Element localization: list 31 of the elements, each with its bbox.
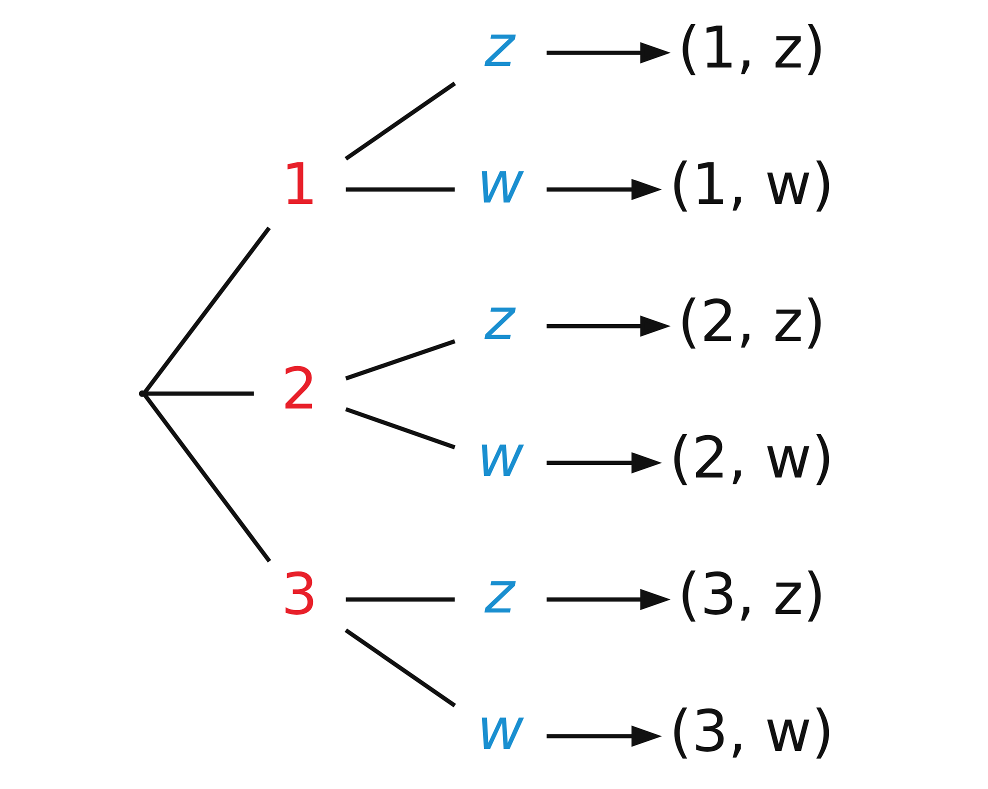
node-text: z <box>484 12 515 80</box>
connector <box>144 392 254 396</box>
connector <box>344 82 456 161</box>
arrow <box>546 178 662 200</box>
node-text: z <box>484 560 515 627</box>
node-point <box>138 390 146 397</box>
node-text: 2 <box>281 355 318 422</box>
node-text: 1 <box>281 151 318 218</box>
connector <box>143 394 272 563</box>
connector <box>345 339 456 380</box>
arrow <box>546 588 671 610</box>
node-text: (3, w) <box>669 698 834 765</box>
connector <box>143 226 271 394</box>
node-text: z <box>484 286 515 354</box>
node-text: w <box>477 422 524 490</box>
node-text: 3 <box>281 561 318 628</box>
node-text: (2, z) <box>678 288 826 355</box>
node-text: (1, w) <box>669 151 834 218</box>
connector <box>346 597 455 602</box>
connector <box>346 187 455 192</box>
arrow <box>546 42 671 64</box>
connector <box>344 628 456 708</box>
node-text: w <box>477 149 524 216</box>
node-text: (1, z) <box>678 14 826 82</box>
node-text: w <box>477 696 524 764</box>
connector <box>345 407 456 450</box>
arrow <box>546 726 662 747</box>
node-text: (3, z) <box>678 561 826 628</box>
node-text: (2, w) <box>669 424 834 492</box>
arrow <box>546 316 671 337</box>
arrow <box>546 452 662 474</box>
